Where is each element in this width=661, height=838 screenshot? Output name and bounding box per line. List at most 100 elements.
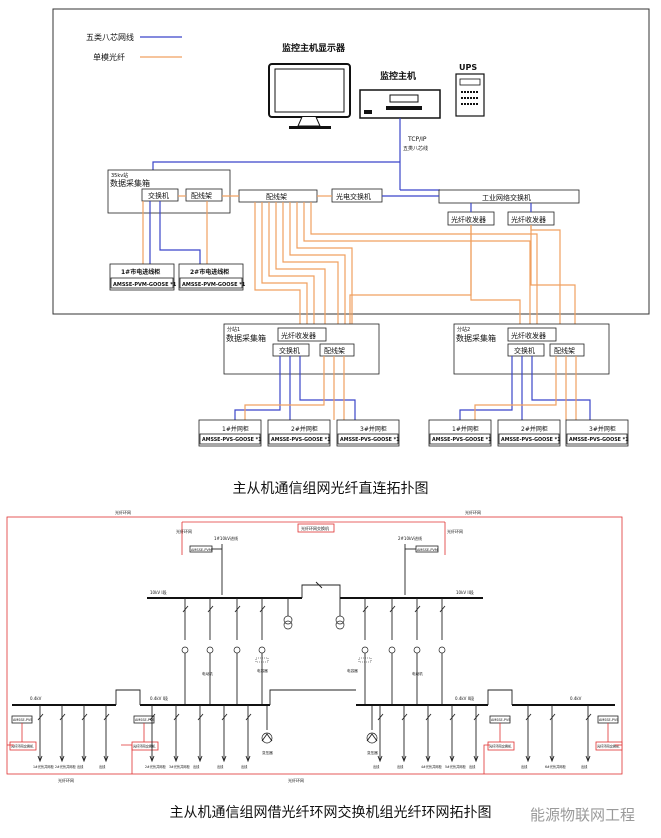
sub2-switch-label: 交换机 [514,346,535,355]
lv-feeder: 5#光伏并网柜 [445,705,466,769]
main-switch-label: 交换机 [148,191,169,200]
lv-feeder-label: 出线 [99,764,106,769]
tcpip-sub: 五类八芯线 [403,145,428,152]
sub2-transceiver-label: 光纤收发器 [511,331,546,340]
lv-feeder-label: 2#光伏并网柜 [145,764,166,769]
grid-cabinet-device: AMSSE-PVS-GOOSE *1 [432,437,491,443]
lv-feeder: 3#光伏并网柜 [169,705,190,769]
lv-feeder: 出线 [581,705,592,769]
hv-feeder [388,598,396,705]
sub2-title: 数据采集箱 [456,333,496,343]
sub1-patch [319,343,355,357]
lv-tie-3 [269,689,356,705]
ring-switch-box-label: 光纤环网交换机 [489,744,512,749]
device-label: 变压器 [367,750,378,755]
sub2-transceiver [507,327,557,342]
cabinet-2-title: 2#市电进线柜 [190,268,229,276]
fiber-ring [6,516,623,775]
generator-icon [261,705,273,744]
lv-feeder-label: 2#光伏并网柜 [55,764,76,769]
hv-feeder [206,598,214,705]
fiber-ring-topology: 光纤环网 光纤环网 光纤环网 光纤环网 光纤环网交换机 光纤环网 光纤环网 1#… [6,509,623,783]
main-patch-label: 配线架 [191,191,212,200]
center-patch-label: 配线架 [266,192,287,201]
cabinet-1-title: 1#市电进线柜 [121,268,160,276]
lv-feeder: 出线 [373,705,384,769]
opto-switch-label: 光电交换机 [336,192,371,201]
grid-cabinet-5: 2#并网柜 AMSSE-PVS-GOOSE *1 [497,419,560,447]
grid-cabinet-title: 2#并网柜 [521,425,548,433]
lv-feeder: 6#光伏并网柜 [545,705,566,769]
ring-vertical-label-1: 光纤环网 [176,528,192,534]
lv-feeder: 出线 [217,705,228,769]
lv-feeder: 2#光伏并网柜 [145,705,166,769]
monitor-icon [268,63,351,129]
incoming-2-label: 2#10kV进线 [398,535,422,541]
grid-cabinet-device: AMSSE-PVS-GOOSE *1 [501,437,560,443]
grid-cabinet-title: 1#并网柜 [452,425,479,433]
legend: 五类八芯网线 单模光纤 [86,32,182,62]
transceiver-1-label: 光纤收发器 [451,215,486,224]
hv-feeder [361,598,369,705]
substation-1: 分站1 数据采集箱 光纤收发器 交换机 配线架 [223,323,380,375]
sub1-transceiver [277,327,327,342]
lv-tie-2 [487,689,513,705]
sub2-patch [549,343,585,357]
transformer-icon [283,598,293,630]
ring-switch-box-label: 光纤环网交换机 [133,744,156,749]
hv-feeder [233,598,241,705]
center-ring-switch [297,523,335,533]
pvm-meter-2-label: AMSSE-PVM [417,548,438,552]
lv-feeder-label: 出线 [217,764,224,769]
pvm-meter-1-label: AMSSE-PVM [191,548,212,552]
device-label: 电容器 [257,668,268,673]
hv-feeder [181,598,189,705]
grid-cabinet-4: 1#并网柜 AMSSE-PVS-GOOSE *1 [428,419,491,447]
host-label: 监控主机 [380,70,416,82]
sub1-title: 数据采集箱 [226,333,266,343]
lv-feeder: 出线 [469,705,480,769]
lv-devices: AMSSE-PVS光纤环网交换机AMSSE-PVS光纤环网交换机AMSSE-PV… [9,715,623,751]
ring-switch-box-4 [595,741,623,751]
ups-icon [455,73,485,117]
direct-fiber-topology: 五类八芯网线 单模光纤 监控主机显示器 监控主机 UPS [52,8,650,447]
sub1-transceiver-label: 光纤收发器 [281,331,316,340]
control-room-frame [52,8,650,315]
top-caption: 主从机通信组网光纤直连拓扑图 [232,481,429,497]
device-label: 电动机 [202,671,213,676]
grid-cabinet-device: AMSSE-PVS-GOOSE *1 [202,437,261,443]
main-patch [185,188,223,202]
fiber-bundle [254,202,576,330]
lv-feeder-label: 6#光伏并网柜 [545,764,566,769]
lv-feeder-label: 出线 [241,764,248,769]
grid-cabinet-title: 2#并网柜 [291,425,318,433]
lv-feeder: 出线 [397,705,408,769]
cabinet-1: 1#市电进线柜 AMSSE-PVM-GOOSE *1 [109,263,177,291]
main-box-title: 数据采集箱 [110,178,150,188]
lv-feeder-label: 出线 [373,764,380,769]
lv-bus-4-label: 0.4kV [570,696,582,701]
pvs-label: AMSSE-PVS [599,718,618,722]
main-box-tag: 35kv站 [111,172,128,179]
legend-fiber-label: 单模光纤 [93,52,125,62]
lv-feeder-label: 出线 [581,764,588,769]
sub1-tag: 分站1 [227,326,240,333]
lv-feeder-label: 4#光伏并网柜 [421,764,442,769]
device-label: 电动机 [412,671,423,676]
cabinet-1-device: AMSSE-PVM-GOOSE *1 [113,282,177,288]
grid-cabinet-title: 3#并网柜 [589,425,616,433]
lv-tie-1 [115,689,141,705]
hv-feeders: 电动机电容器电容器电动机变压器变压器 [181,598,446,755]
sub1-switch [272,343,310,357]
grid-cabinet-device: AMSSE-PVS-GOOSE *1 [569,437,628,443]
hv-feeder [413,598,421,705]
hv-feeder [438,598,446,705]
device-label: 变压器 [262,750,273,755]
watermark: 能源物联网工程 [530,806,636,824]
sub2-switch [507,343,545,357]
lv-feeder: 出线 [241,705,252,769]
transceiver-2-label: 光纤收发器 [511,215,546,224]
